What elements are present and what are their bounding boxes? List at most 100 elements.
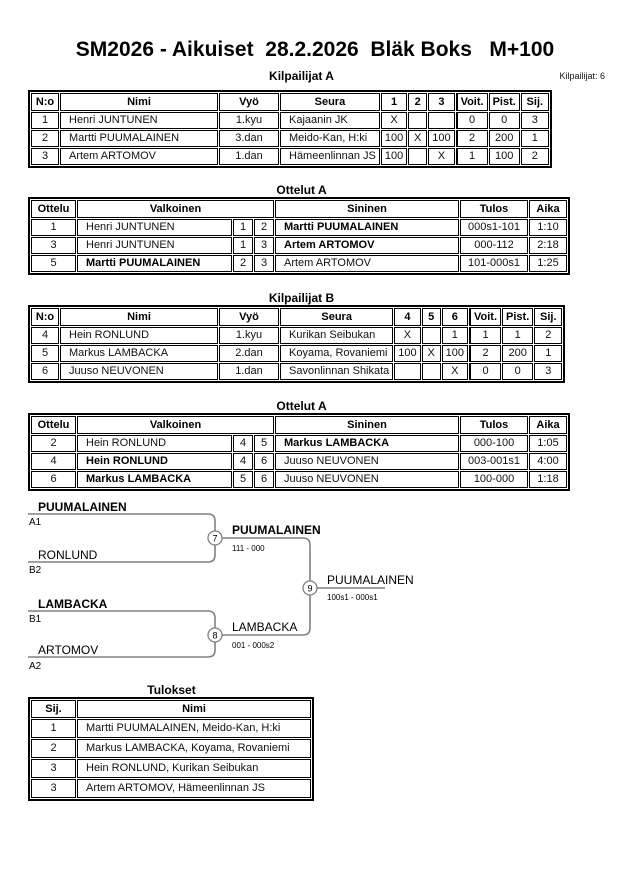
- cell-points: 0: [502, 363, 534, 380]
- cell-blue-name: Martti PUUMALAINEN: [275, 219, 459, 236]
- cell-points: 1: [502, 327, 534, 344]
- cell-blue-name: Juuso NEUVONEN: [275, 453, 459, 470]
- header-cell-result: Tulos: [460, 200, 528, 218]
- cell-r2: [408, 148, 428, 165]
- cell-no: 4: [31, 327, 59, 344]
- cell-club: Kurikan Seibukan: [280, 327, 394, 344]
- cell-belt: 2.dan: [219, 345, 279, 362]
- header-cell-m3: 6: [441, 308, 469, 326]
- pool-b-table: N:o Nimi Vyö Seura 4 5 6 Voit. Pist. Sij…: [28, 305, 566, 383]
- header-cell-place: Sij.: [520, 93, 549, 111]
- cell-place: 3: [520, 112, 549, 129]
- pool-a-heading: Kilpailijat A: [269, 69, 334, 83]
- match-number: 9: [307, 584, 312, 594]
- cell-no: 1: [31, 112, 59, 129]
- cell-blue-name: Artem ARTOMOV: [275, 237, 459, 254]
- header-cell-blue: Sininen: [275, 200, 459, 218]
- cell-r1: 100: [394, 345, 421, 362]
- cell-r1: 100: [380, 148, 408, 165]
- header-cell-name: Nimi: [60, 308, 218, 326]
- header-cell-wins: Voit.: [455, 93, 488, 111]
- header-cell-match: Ottelu: [31, 200, 76, 218]
- cell-white-no: 4: [233, 435, 253, 452]
- cell-match-no: 1: [31, 219, 76, 236]
- cell-belt: 3.dan: [219, 130, 279, 147]
- cell-name: Hein RONLUND, Kurikan Seibukan: [77, 759, 311, 778]
- table-row: 6 Juuso NEUVONEN 1.dan Savonlinnan Shika…: [31, 363, 563, 380]
- cell-wins: 0: [469, 363, 502, 380]
- cell-result: 101-000s1: [460, 255, 528, 272]
- header-cell-club: Seura: [280, 308, 394, 326]
- header-cell-points: Pist.: [488, 93, 520, 111]
- table-header-row: N:o Nimi Vyö Seura 1 2 3 Voit. Pist. Sij…: [31, 93, 549, 111]
- cell-time: 1:10: [529, 219, 567, 236]
- table-row: 1 Martti PUUMALAINEN, Meido-Kan, H:ki: [31, 719, 311, 738]
- cell-r2: [421, 363, 441, 380]
- cell-white-no: 4: [233, 453, 253, 470]
- cell-white-name: Martti PUUMALAINEN: [77, 255, 232, 272]
- header-cell-white: Valkoinen: [77, 416, 274, 434]
- bracket-slot-seed: A2: [29, 661, 42, 672]
- bracket-diagram: PUUMALAINEN A1 RONLUND B2 LAMBACKA B1 AR…: [28, 500, 414, 672]
- header-cell-m1: 4: [394, 308, 421, 326]
- bracket-slot-name: ARTOMOV: [38, 643, 98, 657]
- cell-blue-name: Juuso NEUVONEN: [275, 471, 459, 488]
- matches-b-table: Ottelu Valkoinen Sininen Tulos Aika 2 He…: [28, 413, 570, 491]
- table-row: 2 Markus LAMBACKA, Koyama, Rovaniemi: [31, 739, 311, 758]
- cell-name: Martti PUUMALAINEN, Meido-Kan, H:ki: [77, 719, 311, 738]
- cell-place: 2: [534, 327, 563, 344]
- cell-r3: X: [428, 148, 455, 165]
- bracket-winner-name: PUUMALAINEN: [232, 523, 321, 537]
- cell-wins: 2: [469, 345, 502, 362]
- header-cell-m1: 1: [380, 93, 408, 111]
- cell-white-name: Henri JUNTUNEN: [77, 219, 232, 236]
- header-cell-m2: 2: [408, 93, 428, 111]
- cell-match-no: 6: [31, 471, 76, 488]
- table-row: 4 Hein RONLUND 4 6 Juuso NEUVONEN 003-00…: [31, 453, 567, 470]
- bracket-connector: [28, 513, 216, 531]
- match-node: [207, 530, 223, 546]
- cell-wins: 2: [455, 130, 488, 147]
- bracket-connector: [222, 537, 311, 581]
- bracket-connector: [28, 610, 216, 628]
- table-row: 2 Martti PUUMALAINEN 3.dan Meido-Kan, H:…: [31, 130, 549, 147]
- cell-white-name: Hein RONLUND: [77, 435, 232, 452]
- cell-time: 1:18: [529, 471, 567, 488]
- table-header-row: N:o Nimi Vyö Seura 4 5 6 Voit. Pist. Sij…: [31, 308, 563, 326]
- cell-match-no: 3: [31, 237, 76, 254]
- cell-place: 1: [520, 130, 549, 147]
- bracket-connector: [222, 595, 311, 636]
- header-cell-result: Tulos: [460, 416, 528, 434]
- matches-a-table: Ottelu Valkoinen Sininen Tulos Aika 1 He…: [28, 197, 570, 275]
- cell-r3: [428, 112, 455, 129]
- cell-white-no: 5: [233, 471, 253, 488]
- cell-r3: 1: [441, 327, 469, 344]
- table-row: 3 Artem ARTOMOV 1.dan Hämeenlinnan JS 10…: [31, 148, 549, 165]
- header-cell-time: Aika: [529, 200, 567, 218]
- header-cell-no: N:o: [31, 93, 59, 111]
- bracket-slot-seed: B2: [29, 565, 42, 576]
- cell-r1: X: [394, 327, 421, 344]
- cell-club: Hämeenlinnan JS: [280, 148, 380, 165]
- pool-b-heading: Kilpailijat B: [268, 291, 335, 305]
- results-heading: Tulokset: [147, 683, 196, 697]
- matches-b-heading: Ottelut A: [276, 399, 327, 413]
- header-cell-place: Sij.: [31, 700, 76, 718]
- cell-wins: 1: [455, 148, 488, 165]
- header-cell-white: Valkoinen: [77, 200, 274, 218]
- table-row: 5 Markus LAMBACKA 2.dan Koyama, Rovaniem…: [31, 345, 563, 362]
- cell-points: 200: [502, 345, 534, 362]
- cell-place: 2: [520, 148, 549, 165]
- cell-no: 6: [31, 363, 59, 380]
- cell-r2: [408, 112, 428, 129]
- pool-a-table: N:o Nimi Vyö Seura 1 2 3 Voit. Pist. Sij…: [28, 90, 552, 168]
- header-cell-name: Nimi: [77, 700, 311, 718]
- cell-club: Savonlinnan Shikata: [280, 363, 394, 380]
- bracket-match-score: 001 - 000s2: [232, 641, 275, 650]
- cell-name: Markus LAMBACKA: [60, 345, 218, 362]
- cell-blue-no: 6: [254, 471, 274, 488]
- table-header-row: Sij. Nimi: [31, 700, 311, 718]
- cell-name: Martti PUUMALAINEN: [60, 130, 218, 147]
- cell-name: Artem ARTOMOV: [60, 148, 218, 165]
